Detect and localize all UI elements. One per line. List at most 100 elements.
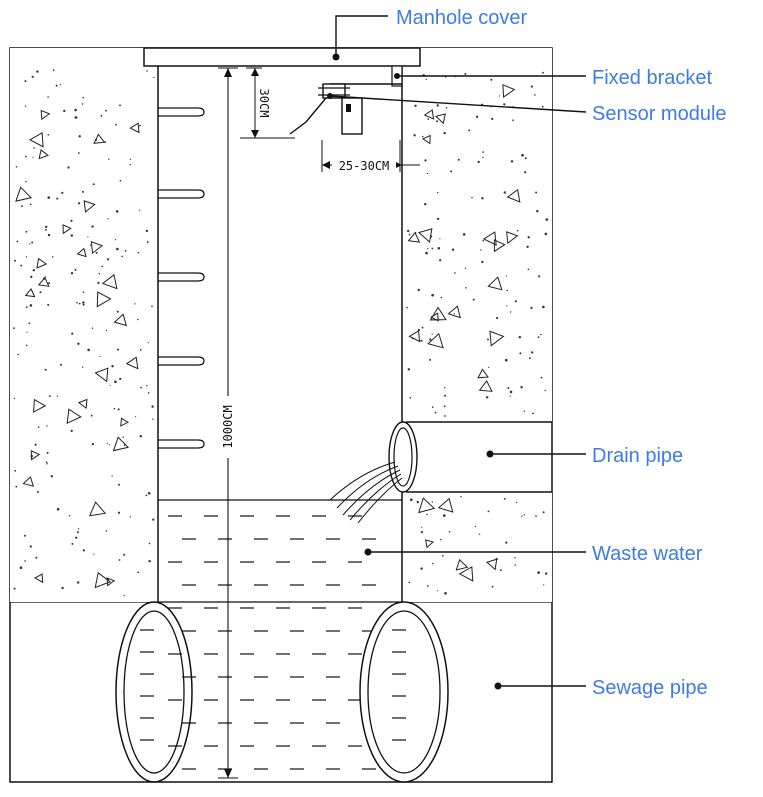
soil-speck	[426, 172, 429, 175]
soil-speck	[503, 497, 506, 500]
soil-speck	[514, 557, 516, 559]
soil-speck	[117, 408, 120, 411]
soil-speck	[538, 275, 541, 278]
soil-aggregate	[37, 276, 50, 287]
soil-speck	[46, 463, 48, 465]
soil-speck	[460, 496, 462, 498]
soil-aggregate	[421, 134, 431, 145]
soil-speck	[56, 197, 59, 200]
soil-speck	[425, 251, 428, 255]
soil-speck	[543, 584, 545, 586]
soil-speck	[532, 412, 534, 415]
label-drain-pipe: Drain pipe	[592, 445, 683, 467]
soil-speck	[16, 240, 19, 243]
soil-speck	[429, 358, 431, 361]
dim-depth-label: 1000CM	[221, 405, 235, 448]
soil-speck	[437, 247, 441, 250]
soil-speck	[89, 244, 92, 246]
sewage-pipe-left-inner	[123, 610, 185, 774]
soil-speck	[87, 348, 90, 352]
soil-speck	[545, 218, 549, 221]
soil-speck	[13, 327, 15, 330]
soil-speck	[475, 115, 479, 119]
soil-speck	[439, 259, 442, 262]
soil-speck	[45, 225, 48, 229]
soil-speck	[74, 116, 78, 119]
soil-speck	[31, 75, 34, 78]
soil-speck	[542, 511, 545, 514]
soil-speck	[71, 332, 74, 335]
soil-speck	[116, 310, 119, 313]
soil-speck	[521, 153, 524, 157]
soil-speck	[521, 515, 523, 517]
soil-speck	[76, 531, 79, 534]
soil-speck	[76, 302, 78, 304]
soil-speck	[13, 397, 16, 400]
right-soil-wall-lower	[402, 492, 552, 602]
soil-speck	[115, 123, 117, 126]
soil-speck	[92, 183, 95, 186]
soil-speck	[509, 390, 513, 394]
soil-speck	[70, 429, 73, 432]
soil-speck	[518, 336, 521, 339]
soil-aggregate	[506, 231, 519, 245]
soil-speck	[434, 411, 437, 414]
soil-speck	[471, 196, 473, 199]
soil-speck	[477, 160, 480, 164]
soil-aggregate	[489, 330, 505, 347]
soil-aggregate	[33, 573, 44, 584]
flow-stream	[342, 469, 401, 516]
soil-speck	[99, 355, 101, 357]
soil-speck	[93, 553, 95, 555]
soil-speck	[436, 120, 438, 123]
soil-texture	[13, 69, 549, 597]
soil-speck	[25, 180, 27, 183]
label-sensor-module: Sensor module	[592, 103, 727, 125]
soil-speck	[78, 135, 81, 138]
soil-aggregate	[66, 408, 82, 425]
soil-speck	[425, 78, 427, 81]
soil-speck	[24, 80, 27, 83]
soil-speck	[534, 94, 536, 96]
drain-pipe-outlet-inner	[393, 427, 413, 487]
soil-aggregate	[447, 305, 461, 319]
soil-speck	[134, 303, 136, 305]
soil-speck	[45, 228, 47, 231]
soil-speck	[516, 501, 518, 503]
sensor-cable	[289, 97, 327, 135]
soil-speck	[61, 586, 64, 590]
soil-speck	[61, 191, 64, 194]
soil-aggregate	[38, 149, 49, 160]
soil-speck	[443, 131, 446, 135]
soil-speck	[544, 389, 546, 392]
soil-speck	[406, 306, 408, 309]
soil-speck	[47, 233, 51, 237]
flow-stream	[336, 465, 399, 509]
leader-manhole-cover	[335, 15, 388, 57]
soil-speck	[48, 395, 51, 397]
soil-speck	[504, 358, 508, 362]
soil-speck	[544, 232, 548, 236]
soil-speck	[491, 585, 494, 588]
soil-aggregate	[113, 313, 128, 327]
soil-speck	[77, 152, 80, 154]
leader-sensor-module	[329, 95, 587, 113]
soil-aggregate	[493, 239, 506, 253]
soil-speck	[114, 239, 117, 241]
soil-speck	[464, 73, 467, 75]
soil-aggregate	[485, 558, 498, 571]
soil-speck	[70, 234, 74, 237]
soil-speck	[147, 492, 151, 495]
soil-speck	[20, 264, 23, 267]
soil-speck	[116, 247, 119, 251]
soil-speck	[25, 230, 28, 233]
sewage-pipe-right-inner	[367, 610, 441, 774]
ladder-rung	[158, 189, 205, 199]
soil-speck	[407, 368, 410, 371]
soil-speck	[129, 516, 131, 518]
soil-aggregate	[129, 122, 140, 134]
ladder-rung	[158, 356, 205, 366]
soil-speck	[13, 587, 16, 590]
flow-stream	[349, 473, 402, 521]
soil-speck	[71, 542, 74, 545]
